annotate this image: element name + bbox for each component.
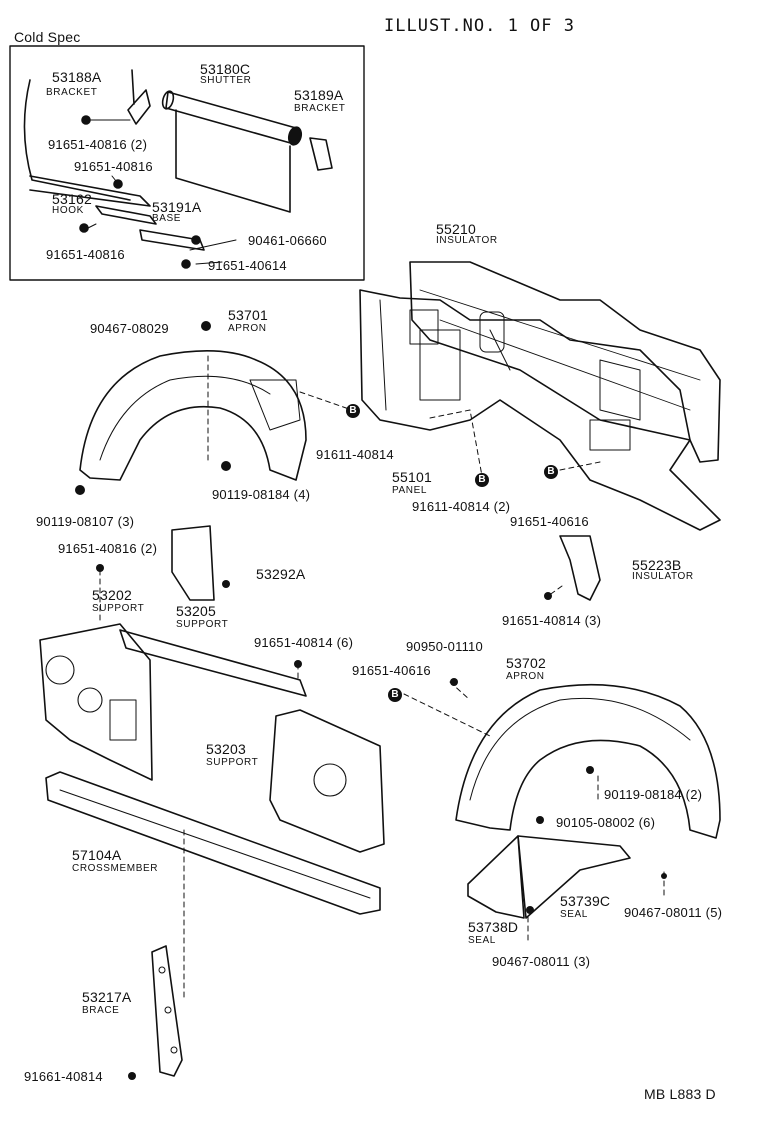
part-number-53188a: 53188A <box>52 69 102 85</box>
fastener-90467-08011-3: 90467-08011 (3) <box>492 954 591 969</box>
part-number-53738d: 53738D <box>468 919 519 935</box>
reference-marker-b-3: B <box>544 465 558 479</box>
part-number-57104a: 57104A <box>72 847 122 863</box>
part-name-crossmember: CROSSMEMBER <box>72 863 159 874</box>
part-number-53203: 53203 <box>206 741 246 757</box>
part-name-bracket-2: BRACKET <box>294 103 346 114</box>
part-number-53189a: 53189A <box>294 87 344 103</box>
fastener-91651-40614: 91651-40614 <box>208 258 287 273</box>
brace-53217a <box>151 945 183 1077</box>
support-53203 <box>269 709 385 853</box>
part-name-seal: SEAL <box>560 909 588 920</box>
piece-53292a <box>171 525 215 601</box>
fastener-90467-08011-5: 90467-08011 (5) <box>624 905 723 920</box>
part-name-insulator-2: INSULATOR <box>632 571 694 582</box>
part-name-panel: PANEL <box>392 485 428 496</box>
seal-53738d <box>467 835 525 919</box>
fastener-91651-40816: 91651-40816 <box>74 159 153 174</box>
part-number-55223b: 55223B <box>632 557 682 573</box>
part-name-support-2: SUPPORT <box>176 619 229 630</box>
fastener-90461-06660: 90461-06660 <box>248 233 327 248</box>
fastener-90119-08184-2: 90119-08184 (2) <box>604 787 703 802</box>
part-name-support: SUPPORT <box>92 603 145 614</box>
part-number-53205: 53205 <box>176 603 216 619</box>
part-name-apron-2: APRON <box>506 671 545 682</box>
insulator-55223b <box>559 535 601 601</box>
seal-53739c <box>517 835 631 919</box>
part-name-insulator: INSULATOR <box>436 235 498 246</box>
bracket-53188a <box>127 69 151 125</box>
part-name-base: BASE <box>152 213 182 224</box>
fastener-90467-08029: 90467-08029 <box>90 321 169 336</box>
support-53202 <box>39 623 153 781</box>
part-number-55101: 55101 <box>392 469 432 485</box>
fastener-91651-40814-6: 91651-40814 (6) <box>254 635 354 650</box>
fastener-91611-40814-2: 91611-40814 (2) <box>412 499 511 514</box>
illustration-number: ILLUST.NO. 1 OF 3 <box>384 16 575 36</box>
part-number-53739c: 53739C <box>560 893 611 909</box>
fastener-91651-40816-2: 91651-40816 (2) <box>48 137 148 152</box>
reference-marker-b-4: B <box>388 688 402 702</box>
cold-spec-inset-frame <box>9 45 365 281</box>
fastener-91651-40816-b: 91651-40816 <box>46 247 125 262</box>
part-number-55210: 55210 <box>436 221 476 237</box>
cold-spec-label: Cold Spec <box>14 29 81 45</box>
reference-marker-b-2: B <box>475 473 489 487</box>
part-name-support-3: SUPPORT <box>206 757 259 768</box>
fastener-91651-40616-b: 91651-40616 <box>352 663 431 678</box>
apron-53702 <box>455 683 721 839</box>
part-name-hook: HOOK <box>52 205 84 216</box>
fastener-90950-01110: 90950-01110 <box>406 639 483 654</box>
part-number-53217a: 53217A <box>82 989 132 1005</box>
part-name-apron: APRON <box>228 323 267 334</box>
fastener-91651-40814-3: 91651-40814 (3) <box>502 613 602 628</box>
fastener-90119-08107-3: 90119-08107 (3) <box>36 514 135 529</box>
part-number-53202: 53202 <box>92 587 132 603</box>
apron-53701 <box>79 350 307 481</box>
fastener-90119-08184-4: 90119-08184 (4) <box>212 487 311 502</box>
crossmember-57104a <box>45 771 381 915</box>
part-number-53191a: 53191A <box>152 199 202 215</box>
reference-marker-b: B <box>346 404 360 418</box>
support-53205 <box>119 629 307 697</box>
part-number-53162: 53162 <box>52 191 92 207</box>
panel-55101 <box>359 289 721 531</box>
drawing-code: MB L883 D <box>644 1086 716 1102</box>
base-53191a <box>95 205 157 225</box>
part-name-shutter: SHUTTER <box>200 75 252 86</box>
fastener-91651-40816-2b: 91651-40816 (2) <box>58 541 158 556</box>
part-name-brace: BRACE <box>82 1005 120 1016</box>
fastener-91651-40616: 91651-40616 <box>510 514 589 529</box>
bracket-53189a <box>309 137 333 171</box>
part-name-seal-2: SEAL <box>468 935 496 946</box>
shutter-roll <box>165 91 297 145</box>
part-number-53292a: 53292A <box>256 566 306 582</box>
fastener-90105-08002-6: 90105-08002 (6) <box>556 815 656 830</box>
fastener-91611-40814: 91611-40814 <box>316 447 394 462</box>
part-number-53180c: 53180C <box>200 61 251 77</box>
part-name-bracket: BRACKET <box>46 87 98 98</box>
insulator-55210 <box>409 261 721 463</box>
part-number-53701: 53701 <box>228 307 268 323</box>
part-number-53702: 53702 <box>506 655 546 671</box>
fastener-91661-40814: 91661-40814 <box>24 1069 103 1084</box>
shutter-curtain <box>175 109 291 213</box>
